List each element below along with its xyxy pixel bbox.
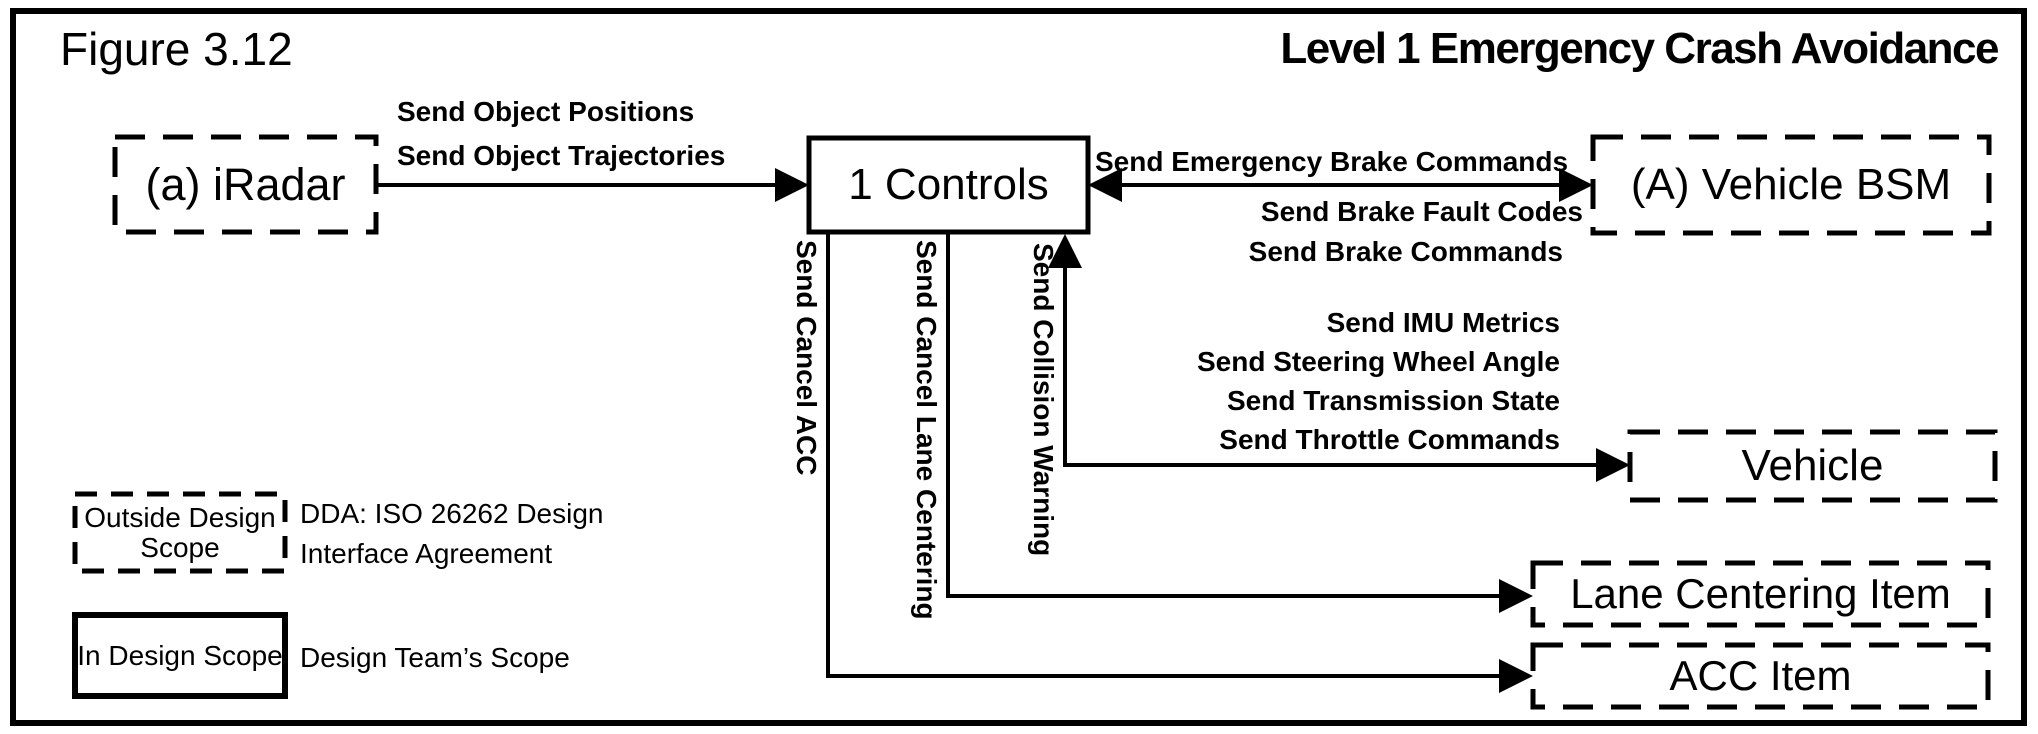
msg-send-emergency-brake-commands: Send Emergency Brake Commands [1095, 146, 1569, 177]
node-vehicle-bsm: (A) Vehicle BSM [1630, 159, 1952, 209]
msg-send-object-positions: Send Object Positions [397, 96, 695, 127]
vehicle-box-outline [1627, 429, 1998, 503]
acc-box-outline [1530, 642, 1991, 710]
legend-dda-line2: Interface Agreement [300, 538, 553, 569]
connector-controls-acc [826, 234, 1499, 678]
lane-centering-box-outline [1530, 560, 1991, 628]
msg-send-collision-warning: Send Collision Warning [1028, 243, 1059, 557]
msg-send-object-trajectories: Send Object Trajectories [397, 140, 726, 171]
msg-send-imu-metrics: Send IMU Metrics [1326, 307, 1560, 338]
legend-in-scope-box: In Design Scope [77, 639, 283, 671]
legend-dda-line1: DDA: ISO 26262 Design [300, 498, 604, 529]
figure-number-label: Figure 3.12 [60, 23, 293, 75]
msg-send-brake-commands: Send Brake Commands [1248, 236, 1563, 267]
arrowhead-into-lane-centering [1499, 579, 1533, 613]
connector-controls-lane-centering [946, 234, 1499, 598]
msg-send-brake-fault-codes: Send Brake Fault Codes [1260, 196, 1583, 227]
node-iradar: (a) iRadar [145, 158, 346, 210]
legend-outside-scope-box: Outside Design Scope [73, 492, 287, 573]
arrowhead-into-controls-left [775, 168, 809, 202]
arrowhead-up-into-controls [1048, 234, 1082, 268]
connector-controls-vehicle [1063, 266, 1596, 467]
node-lane-centering-item: Lane Centering Item [1570, 569, 1951, 617]
arrowhead-into-controls-right [1088, 168, 1122, 202]
node-vehicle: Vehicle [1741, 440, 1884, 490]
node-controls: 1 Controls [848, 159, 1049, 209]
node-acc-item: ACC Item [1669, 651, 1852, 699]
legend-in-scope-description: Design Team’s Scope [300, 642, 570, 673]
msg-send-throttle-commands: Send Throttle Commands [1219, 424, 1560, 455]
msg-send-steering-wheel-angle: Send Steering Wheel Angle [1196, 346, 1560, 377]
legend-outside-scope-description: DDA: ISO 26262 Design Interface Agreemen… [300, 494, 604, 574]
legend-in-scope-outline [72, 612, 288, 699]
msg-send-cancel-lane-centering: Send Cancel Lane Centering [911, 240, 942, 620]
diagram-title: Level 1 Emergency Crash Avoidance [1280, 24, 1999, 73]
outer-border [10, 8, 2027, 726]
msg-send-cancel-acc: Send Cancel ACC [791, 240, 822, 476]
legend-outside-scope-line2: Scope [140, 531, 220, 563]
arrowhead-into-vehicle [1596, 448, 1630, 482]
arrowhead-into-vehicle-bsm [1559, 168, 1593, 202]
msg-group-vehicle-link: Send IMU Metrics Send Steering Wheel Ang… [1197, 303, 1560, 459]
arrowhead-into-acc [1499, 659, 1533, 693]
legend-outside-scope-line1: Outside Design [84, 502, 276, 534]
msg-send-transmission-state: Send Transmission State [1227, 385, 1560, 416]
